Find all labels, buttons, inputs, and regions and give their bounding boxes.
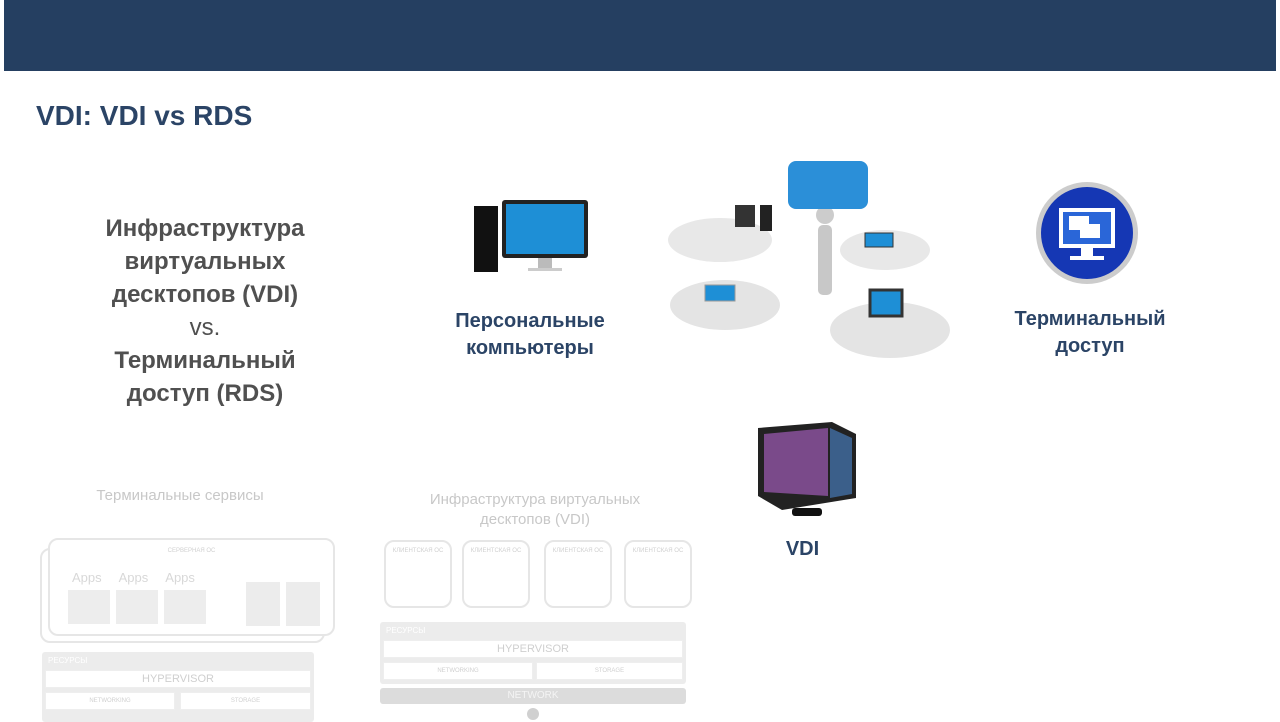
networking-label: NETWORKING [45,692,175,710]
terminal-access-icon [1036,182,1138,284]
client-os-box: КЛИЕНТСКАЯ ОС [462,540,530,608]
desktop-pc-icon [474,200,588,272]
caption-line: Терминальный [1014,308,1166,330]
title-line: Инфраструктура виртуальных [429,491,641,508]
rds-diagram-title: Терминальные сервисы [96,487,264,504]
network-node-icon [527,708,539,720]
vdi-resources-block: РЕСУРСЫ HYPERVISOR NETWORKING STORAGE [380,622,686,684]
storage-label: STORAGE [536,662,683,680]
rds-resources-block: РЕСУРСЫ HYPERVISOR NETWORKING STORAGE [42,652,314,722]
app-window-icon [68,590,110,624]
apps-row: Apps Apps Apps [72,570,195,585]
heading-line: виртуальных [124,248,286,275]
client-os-label: КЛИЕНТСКАЯ ОС [470,548,522,554]
caption-line: доступ [1055,335,1125,357]
title-line: десктопов (VDI) [480,511,590,528]
vdi-caption: VDI [785,538,820,560]
desktop-icons [246,582,321,626]
app-window-icon [164,590,206,624]
heading-line: десктопов (VDI) [111,281,299,308]
vdi-monitor-icon [758,422,856,516]
network-bar: NETWORK [380,688,686,704]
client-os-box: КЛИЕНТСКАЯ ОС [624,540,692,608]
server-os-box: СЕРВЕРНАЯ ОС Apps Apps Apps [48,538,335,636]
networking-label: NETWORKING [383,662,533,680]
heading-line: Терминальный [114,347,296,374]
app-label: Apps [118,570,149,585]
server-os-label: СЕРВЕРНАЯ ОС [167,548,216,554]
caption-line: Персональные [455,310,605,332]
header-bar [4,0,1276,71]
resources-label: РЕСУРСЫ [386,626,426,635]
pc-caption: Персональные компьютеры [430,308,630,362]
client-os-box: КЛИЕНТСКАЯ ОС [544,540,612,608]
vdi-diagram-title: Инфраструктура виртуальных десктопов (VD… [390,490,680,530]
resources-label: РЕСУРСЫ [48,656,88,665]
app-label: Apps [72,570,102,585]
heading-line: доступ (RDS) [126,380,284,407]
client-os-box: КЛИЕНТСКАЯ ОС [384,540,452,608]
terminal-caption: Терминальный доступ [990,306,1190,360]
client-os-label: КЛИЕНТСКАЯ ОС [632,548,684,554]
puzzle-network-illustration [668,161,950,358]
hypervisor-label: HYPERVISOR [45,670,311,688]
client-os-label: КЛИЕНТСКАЯ ОС [392,548,444,554]
slide-title: VDI: VDI vs RDS [36,100,253,131]
app-label: Apps [165,570,195,585]
comparison-heading: Инфраструктура виртуальных десктопов (VD… [60,212,350,410]
vs-label: vs. [189,314,221,341]
client-os-label: КЛИЕНТСКАЯ ОС [552,548,604,554]
hypervisor-label: HYPERVISOR [383,640,683,658]
caption-line: компьютеры [466,337,594,359]
app-window-icon [116,590,158,624]
heading-line: Инфраструктура [105,215,305,242]
storage-label: STORAGE [180,692,311,710]
